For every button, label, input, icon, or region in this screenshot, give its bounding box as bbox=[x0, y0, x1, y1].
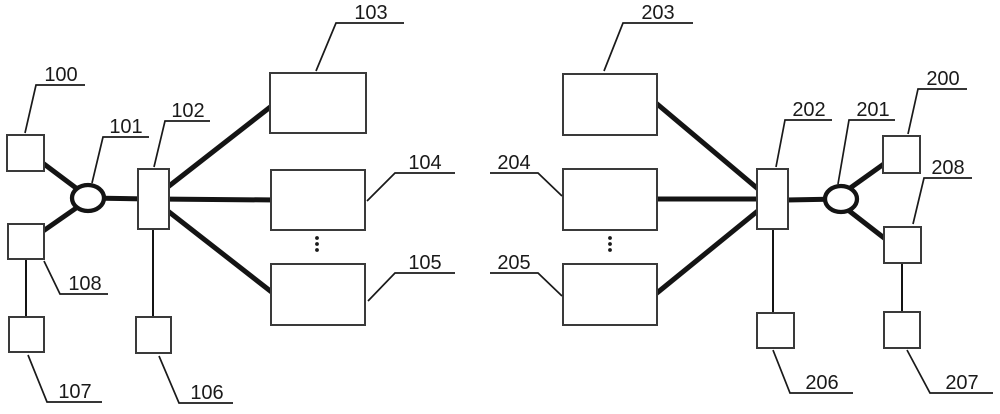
box-203 bbox=[562, 73, 658, 136]
box-102 bbox=[137, 168, 170, 230]
leader-line-202 bbox=[775, 119, 832, 168]
ref-label-206: 206 bbox=[805, 372, 838, 394]
leader-line-200 bbox=[907, 88, 967, 135]
box-206 bbox=[756, 312, 795, 349]
box-105 bbox=[270, 263, 366, 326]
leader-line-108 bbox=[43, 260, 108, 295]
ref-label-207: 207 bbox=[945, 372, 978, 394]
ref-label-203: 203 bbox=[641, 2, 674, 24]
box-100 bbox=[6, 134, 45, 172]
leader-line-101 bbox=[91, 136, 149, 184]
leader-line-204 bbox=[490, 172, 563, 197]
ref-label-208: 208 bbox=[931, 157, 964, 179]
box-207 bbox=[883, 311, 921, 349]
leader-line-201 bbox=[837, 119, 895, 185]
link-102-104 bbox=[154, 196, 279, 203]
leader-line-107 bbox=[27, 354, 102, 403]
box-202 bbox=[756, 168, 789, 230]
leader-line-206 bbox=[772, 349, 853, 394]
ellipsis-dot-right-network-0 bbox=[608, 236, 612, 240]
leader-line-203 bbox=[603, 22, 693, 72]
ref-label-205: 205 bbox=[497, 252, 530, 274]
box-107 bbox=[8, 316, 45, 353]
leader-line-208 bbox=[912, 177, 972, 225]
ref-label-204: 204 bbox=[497, 152, 530, 174]
box-104 bbox=[270, 169, 366, 231]
hub-ellipse-201 bbox=[822, 183, 860, 215]
box-200 bbox=[882, 135, 921, 174]
ref-label-106: 106 bbox=[190, 382, 223, 404]
ref-label-202: 202 bbox=[792, 99, 825, 121]
box-103 bbox=[269, 72, 367, 134]
ref-label-200: 200 bbox=[926, 68, 959, 90]
ref-label-102: 102 bbox=[171, 100, 204, 122]
ellipsis-dot-right-network-1 bbox=[608, 242, 612, 246]
box-106 bbox=[135, 316, 172, 354]
ref-label-101: 101 bbox=[109, 116, 142, 138]
link-102-105 bbox=[153, 199, 280, 299]
ref-label-100: 100 bbox=[44, 64, 77, 86]
box-208 bbox=[883, 226, 922, 264]
ref-label-107: 107 bbox=[58, 381, 91, 403]
ellipsis-dot-left-network-1 bbox=[315, 242, 319, 246]
leader-line-106 bbox=[158, 355, 233, 404]
link-203-202 bbox=[648, 96, 772, 201]
leader-line-103 bbox=[315, 22, 404, 72]
box-108 bbox=[7, 223, 45, 260]
box-204 bbox=[562, 168, 658, 231]
leader-line-102 bbox=[153, 120, 210, 168]
leader-line-100 bbox=[24, 84, 85, 134]
box-205 bbox=[562, 263, 658, 326]
leader-line-205 bbox=[490, 272, 563, 297]
ref-label-103: 103 bbox=[354, 2, 387, 24]
ellipsis-dot-left-network-0 bbox=[315, 236, 319, 240]
ellipsis-dot-left-network-2 bbox=[315, 248, 319, 252]
ref-label-108: 108 bbox=[68, 273, 101, 295]
link-205-202 bbox=[650, 199, 772, 299]
ref-label-104: 104 bbox=[408, 152, 441, 174]
leader-line-105 bbox=[367, 272, 455, 302]
hub-ellipse-101 bbox=[69, 182, 107, 214]
ref-label-201: 201 bbox=[856, 99, 889, 121]
link-102-103 bbox=[153, 99, 280, 199]
leader-line-207 bbox=[906, 349, 993, 394]
leader-line-104 bbox=[366, 172, 455, 202]
ref-label-105: 105 bbox=[408, 252, 441, 274]
ellipsis-dot-right-network-2 bbox=[608, 248, 612, 252]
